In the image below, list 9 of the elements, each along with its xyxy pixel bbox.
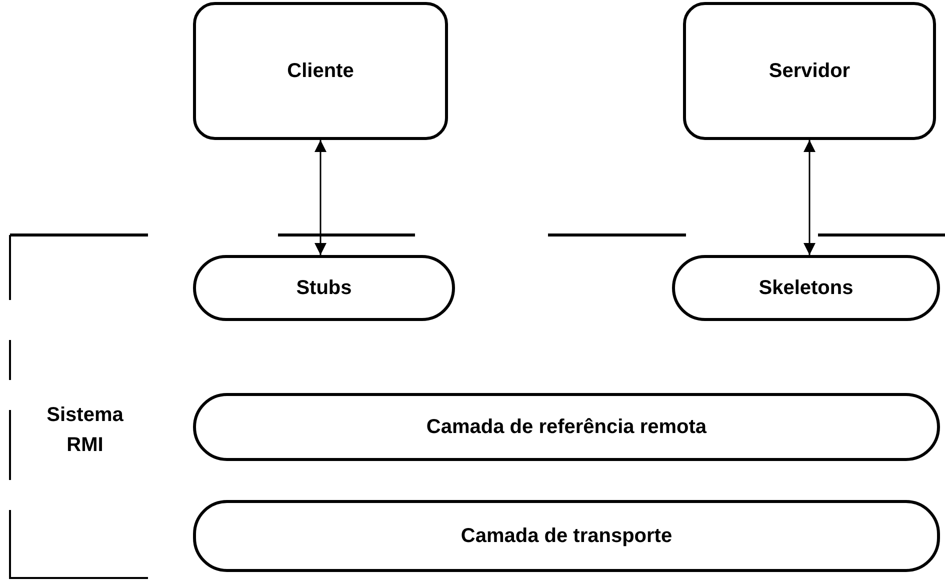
layer-pill: Skeletons — [672, 255, 940, 321]
double-arrow — [314, 140, 326, 255]
process-box: Cliente — [193, 2, 448, 140]
system-label: Sistema RMI — [46, 403, 124, 458]
process-box: Servidor — [683, 2, 936, 140]
double-arrow — [804, 140, 816, 255]
layer-pill: Camada de referência remota — [193, 393, 940, 461]
layer-pill: Stubs — [193, 255, 455, 321]
layer-pill: Camada de transporte — [193, 500, 940, 572]
